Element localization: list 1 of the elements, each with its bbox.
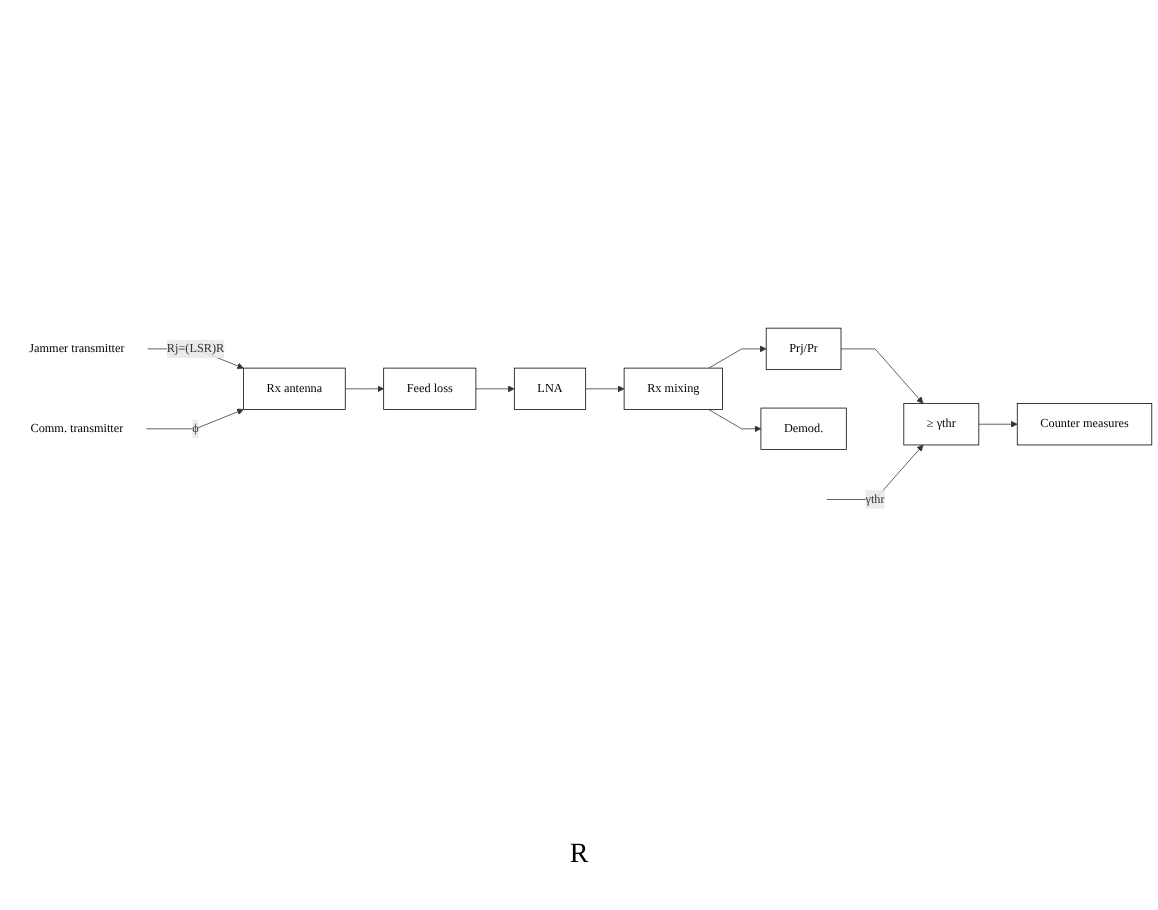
range-label: R xyxy=(569,840,589,870)
